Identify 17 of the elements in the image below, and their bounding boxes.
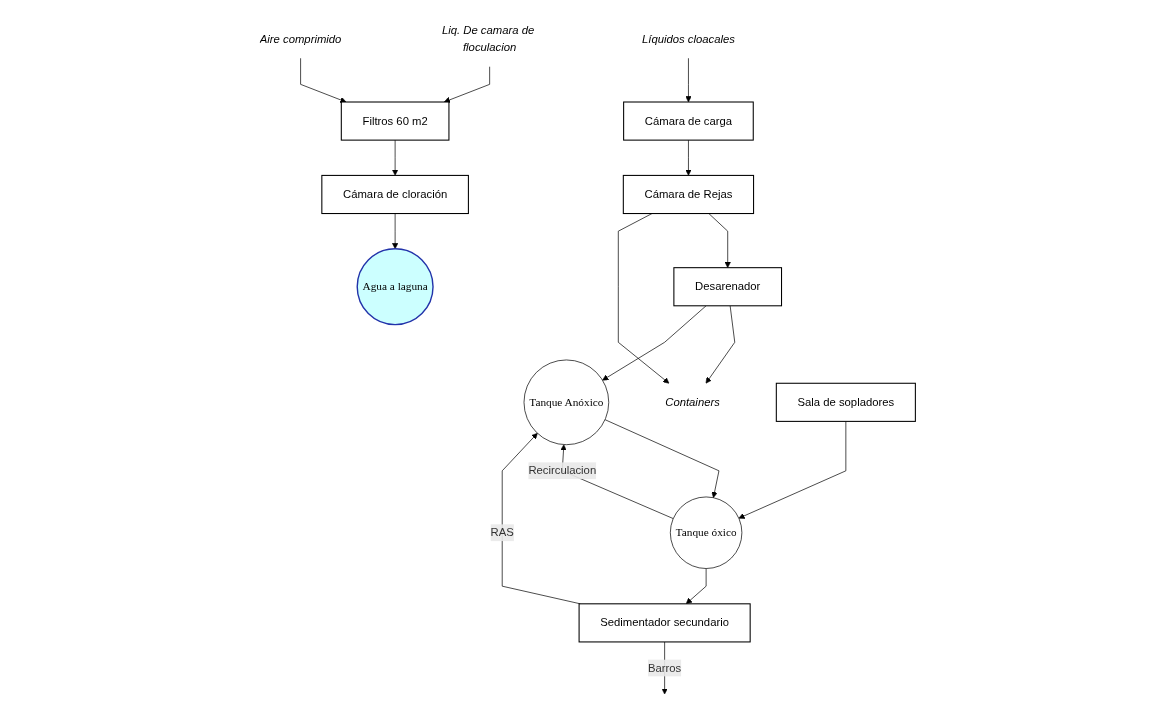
node-box: Sedimentador secundario xyxy=(578,603,751,643)
node-box: Sala de sopladores xyxy=(775,382,916,422)
node-circle: Tanque Anóxico xyxy=(523,359,610,446)
node-circle: Agua a laguna xyxy=(356,248,434,326)
node-box: Cámara de Rejas xyxy=(622,174,755,215)
node-text: Containers xyxy=(665,395,720,408)
node-box: Desarenador xyxy=(673,267,783,307)
edge-label: Recirculacion xyxy=(528,464,597,477)
node-text: Liq. De camara de floculacion xyxy=(441,24,535,54)
node-box: Cámara de cloración xyxy=(321,174,469,215)
node-circle: Tanque óxico xyxy=(669,496,743,569)
node-box: Filtros 60 m2 xyxy=(340,101,450,141)
node-box: Cámara de carga xyxy=(623,101,754,141)
edge-label: Barros xyxy=(647,661,682,674)
node-text: Aire comprimido xyxy=(259,32,342,45)
node-text: Líquidos cloacales xyxy=(641,32,735,45)
edge-label: RAS xyxy=(490,526,514,539)
